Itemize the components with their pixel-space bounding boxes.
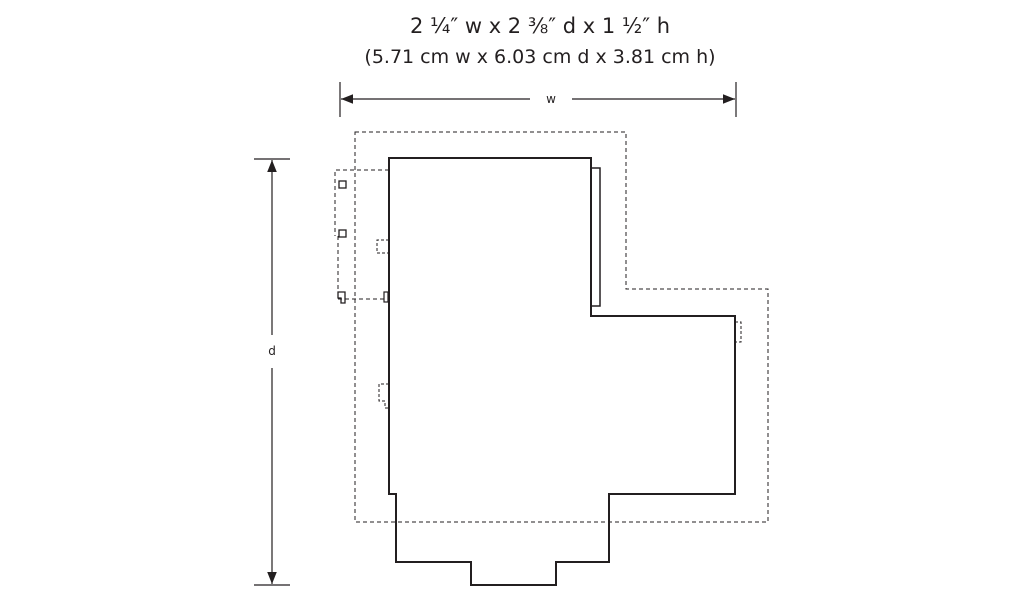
- dimensions-imperial: 2 ¼″ w x 2 ⅜″ d x 1 ½″ h: [409, 14, 671, 38]
- window-detail-dashed: [378, 383, 389, 409]
- depth-label: d: [268, 344, 276, 358]
- width-dimension: w: [339, 82, 737, 117]
- depth-dimension: d: [254, 158, 290, 586]
- porch-post: [337, 291, 346, 304]
- roof-outline-dashed: [354, 131, 769, 523]
- porch-post: [338, 229, 347, 238]
- dimensions-metric: (5.71 cm w x 6.03 cm d x 3.81 cm h): [364, 46, 716, 68]
- porch-outline-dashed: [334, 169, 389, 300]
- side-wall-strip: [590, 167, 601, 307]
- width-label: w: [546, 92, 556, 106]
- window-detail-dashed: [735, 321, 742, 343]
- door-marker: [383, 291, 389, 303]
- building-footprint: [388, 157, 736, 586]
- window-detail-dashed: [376, 239, 389, 254]
- porch-post: [338, 180, 347, 189]
